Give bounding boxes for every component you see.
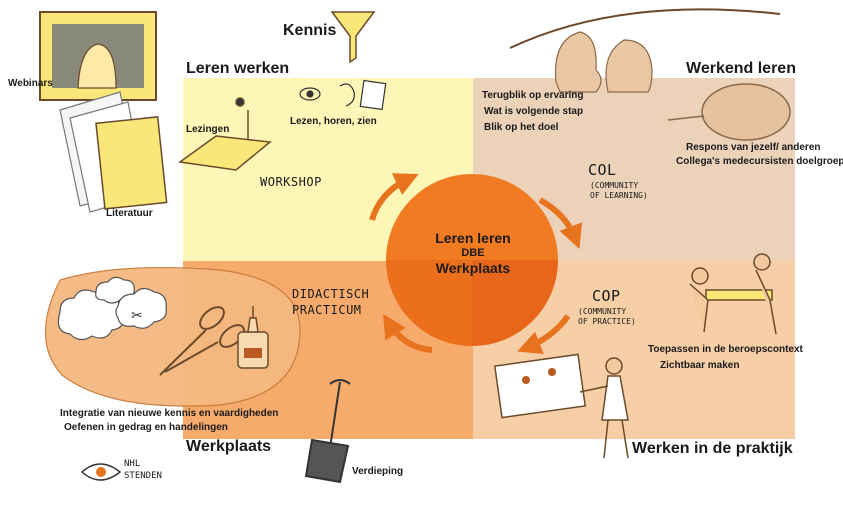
cop-label: COP bbox=[592, 287, 621, 305]
lecture-desk-icon bbox=[178, 97, 272, 171]
workshop-label: WORKSHOP bbox=[260, 175, 322, 189]
lezen-horen-zien-label: Lezen, horen, zien bbox=[290, 116, 377, 127]
verdieping-label: Verdieping bbox=[352, 466, 404, 477]
respons-eye-icon bbox=[667, 83, 791, 141]
scissors-icon bbox=[159, 306, 245, 376]
kennis-label: Kennis bbox=[283, 22, 337, 39]
volgende-stap-label: Wat is volgende stap bbox=[484, 106, 584, 117]
didactisch-label: DIDACTISCH bbox=[292, 287, 370, 301]
reflection-arrow bbox=[509, 8, 781, 49]
thought-clouds bbox=[57, 276, 167, 341]
respons-label: Respons van jezelf/ anderen bbox=[686, 142, 821, 153]
cycle-arrow-bottom bbox=[517, 314, 571, 355]
integratie-label: Integratie van nieuwe kennis en vaardigh… bbox=[60, 408, 279, 419]
center-line2: DBE bbox=[461, 246, 485, 259]
cloud-scissors-icon: ✂ bbox=[131, 308, 143, 324]
logo-line2: STENDEN bbox=[124, 471, 162, 481]
cop-sub-line1: (COMMUNITY bbox=[578, 307, 627, 316]
presentation-board-icon bbox=[493, 353, 587, 419]
center-line3: Werkplaats bbox=[435, 259, 511, 276]
collegas-label: Collega's medecursisten doelgroep bbox=[676, 156, 843, 167]
center-text: Leren leren DBE Werkplaats bbox=[390, 230, 556, 277]
werken-praktijk-title: Werken in de praktijk bbox=[632, 440, 793, 457]
funnel-icon bbox=[330, 11, 376, 64]
logo-eye-icon bbox=[80, 463, 122, 481]
col-sub-line1: (COMMUNITY bbox=[590, 181, 639, 190]
cop-sub-line2: OF PRACTICE) bbox=[578, 317, 636, 326]
glue-bottle-icon bbox=[237, 306, 269, 369]
center-line1: Leren leren bbox=[435, 230, 511, 246]
webinars-label: Webinars bbox=[8, 78, 53, 89]
leren-werken-title: Leren werken bbox=[186, 60, 290, 77]
zichtbaar-label: Zichtbaar maken bbox=[660, 360, 740, 371]
literatuur-label: Literatuur bbox=[106, 208, 153, 219]
books-icon bbox=[59, 91, 168, 213]
lezingen-label: Lezingen bbox=[186, 124, 230, 135]
center-circle-shade bbox=[472, 260, 558, 346]
cycle-arrow-left bbox=[382, 313, 433, 353]
toepassen-label: Toepassen in de beroepscontext bbox=[648, 344, 803, 355]
shovel-icon bbox=[304, 379, 351, 484]
werkend-leren-title: Werkend leren bbox=[686, 60, 796, 77]
profile-heads-icon bbox=[554, 31, 653, 93]
presenter-figure-icon bbox=[579, 357, 629, 459]
cycle-arrow-top bbox=[369, 173, 419, 221]
practicum-label: PRACTICUM bbox=[292, 303, 362, 317]
col-sub-line2: OF LEARNING) bbox=[590, 191, 648, 200]
blik-op-doel-label: Blik op het doel bbox=[484, 122, 559, 133]
terugblik-label: Terugblik op ervaring bbox=[482, 90, 584, 101]
logo-line1: NHL bbox=[124, 459, 141, 469]
werkplaats-title: Werkplaats bbox=[186, 438, 272, 455]
oefenen-label: Oefenen in gedrag en handelingen bbox=[64, 422, 228, 433]
eye-ear-paper-icons bbox=[299, 79, 387, 111]
meeting-people-icon bbox=[689, 253, 777, 335]
cycle-arrow-right bbox=[538, 197, 583, 249]
col-label: COL bbox=[588, 161, 617, 179]
webinar-screen-icon bbox=[39, 11, 157, 101]
